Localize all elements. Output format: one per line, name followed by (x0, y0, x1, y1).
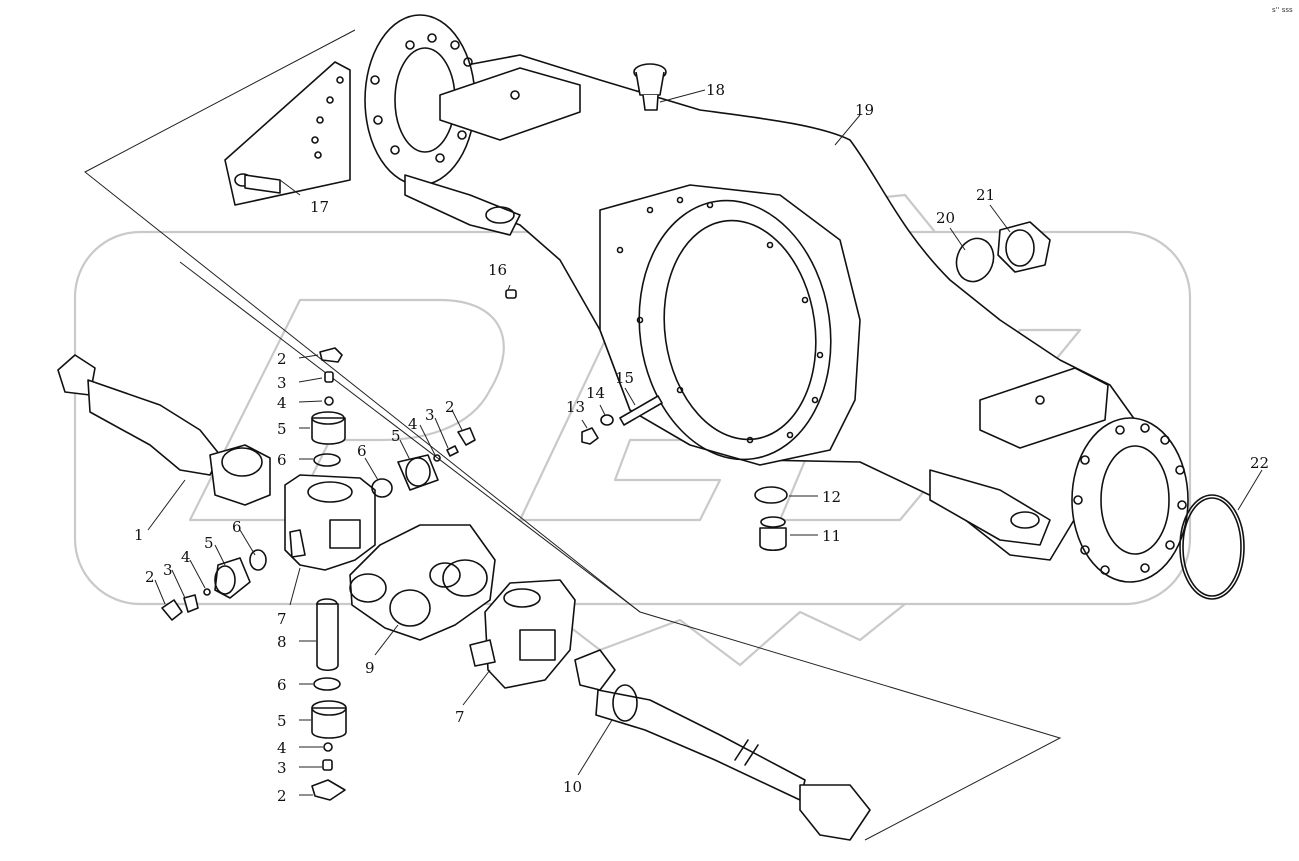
callout-16: 16 (488, 261, 507, 279)
seal-ring-20 (955, 237, 995, 283)
callout-7: 7 (277, 610, 287, 628)
callout-4: 4 (408, 415, 418, 433)
callout-21: 21 (976, 186, 995, 204)
callout-14: 14 (586, 384, 605, 402)
callout-3: 3 (425, 406, 435, 424)
callout-5: 5 (391, 427, 401, 445)
callout-6: 6 (357, 442, 367, 460)
callout-3: 3 (277, 759, 287, 777)
callout-9: 9 (365, 659, 375, 677)
callout-11: 11 (822, 527, 841, 545)
callout-2: 2 (277, 787, 287, 805)
callout-6: 6 (277, 676, 287, 694)
callout-5: 5 (277, 420, 287, 438)
pin-8 (316, 598, 339, 672)
callout-3: 3 (277, 374, 287, 392)
callout-4: 4 (277, 739, 287, 757)
right-side-bearings (371, 427, 476, 498)
corner-mark: s'' sss (1272, 6, 1293, 14)
callout-18: 18 (706, 81, 725, 99)
yoke-9 (349, 524, 496, 641)
oring-12 (754, 486, 788, 504)
plug-21 (997, 221, 1051, 273)
spider-cross-7b (469, 579, 576, 689)
bowl-bolt-holes (616, 196, 824, 444)
pin-16 (505, 289, 517, 299)
callout-12: 12 (822, 488, 841, 506)
axle-housing (364, 14, 1189, 583)
callout-1: 1 (134, 526, 144, 544)
bolt-18 (633, 63, 667, 111)
callout-19: 19 (855, 101, 874, 119)
callout-6: 6 (232, 518, 242, 536)
callout-13: 13 (566, 398, 585, 416)
bracket-17 (224, 61, 351, 206)
half-shaft-1 (57, 354, 271, 506)
callout-22: 22 (1250, 454, 1269, 472)
callout-8: 8 (277, 633, 287, 651)
callout-17: 17 (310, 198, 329, 216)
half-shaft-10 (574, 649, 871, 841)
callout-2: 2 (445, 398, 455, 416)
lower-left-bearings (161, 549, 267, 621)
callout-4: 4 (277, 394, 287, 412)
o-ring-22 (1179, 494, 1245, 600)
callout-10: 10 (563, 778, 582, 796)
callout-15: 15 (615, 369, 634, 387)
left-bearing-stack (311, 347, 346, 467)
callout-20: 20 (936, 209, 955, 227)
callout-5: 5 (204, 534, 214, 552)
assembly-lines (84, 29, 1062, 841)
lower-bearing-stack (311, 677, 347, 801)
callout-2: 2 (145, 568, 155, 586)
callout-5: 5 (277, 712, 287, 730)
right-flange-bolt-holes (1073, 423, 1187, 575)
callout-2: 2 (277, 350, 287, 368)
leader-lines (147, 89, 1263, 796)
drain-plug-11 (759, 516, 787, 552)
spider-cross-7a (284, 474, 376, 571)
callout-3: 3 (163, 561, 173, 579)
callout-6: 6 (277, 451, 287, 469)
callout-labels: 1 2 3 4 5 6 5 4 3 2 6 6 5 4 3 2 7 8 6 5 … (134, 6, 1293, 805)
stud-nut-washer (581, 395, 663, 445)
callout-4: 4 (181, 548, 191, 566)
callout-7: 7 (455, 708, 465, 726)
